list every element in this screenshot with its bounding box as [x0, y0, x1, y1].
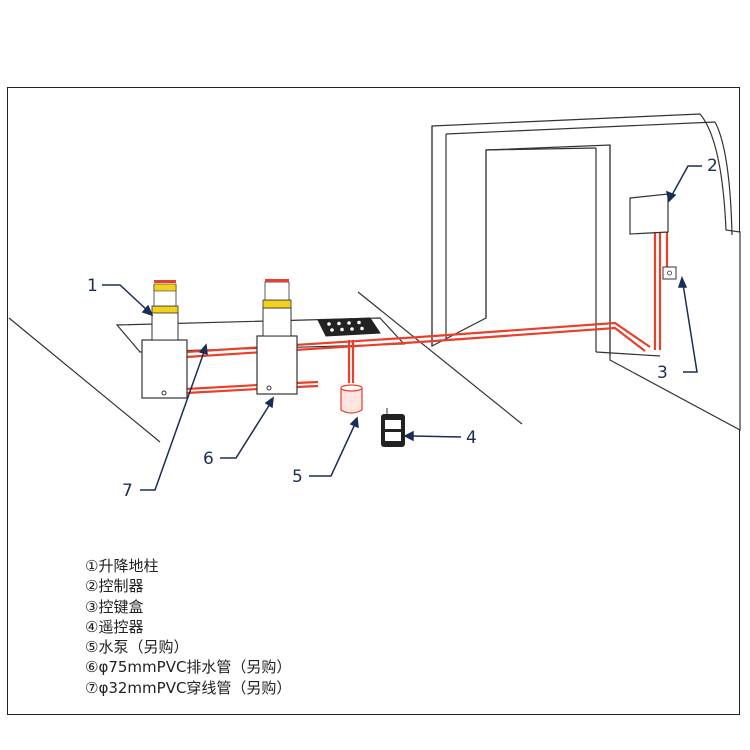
controller-box-icon [629, 193, 669, 235]
water-pump-icon [340, 384, 363, 414]
conduit-pipes [185, 232, 669, 395]
gate-building [431, 113, 741, 432]
drain-grate [317, 317, 381, 337]
callout-6: 6 [203, 449, 214, 469]
callout-2: 2 [707, 156, 718, 176]
callout-7: 7 [122, 481, 133, 501]
callout-3: 3 [657, 363, 668, 383]
legend: ①升降地柱 ②控制器 ③控键盒 ④遥控器 ⑤水泵（另购） ⑥φ75mmPVC排水… [85, 556, 291, 698]
remote-control-icon [381, 408, 405, 447]
bollard-right [256, 279, 298, 395]
legend-item-remote: ④遥控器 [85, 617, 144, 636]
callout-lines [102, 165, 702, 491]
callout-1: 1 [87, 276, 98, 296]
callout-5: 5 [292, 467, 303, 487]
legend-item-conduit: ⑦φ32mmPVC穿线管（另购） [85, 678, 292, 697]
legend-item-pump: ⑤水泵（另购） [85, 638, 189, 657]
bollard-left [141, 280, 188, 399]
key-box-icon [662, 266, 677, 280]
legend-item-bollard: ①升降地柱 [85, 557, 159, 575]
legend-item-drain-pipe: ⑥φ75mmPVC排水管（另购） [85, 658, 292, 677]
callout-4: 4 [466, 428, 477, 448]
legend-item-controller: ②控制器 [85, 577, 144, 596]
legend-item-key-box: ③控键盒 [85, 597, 144, 616]
